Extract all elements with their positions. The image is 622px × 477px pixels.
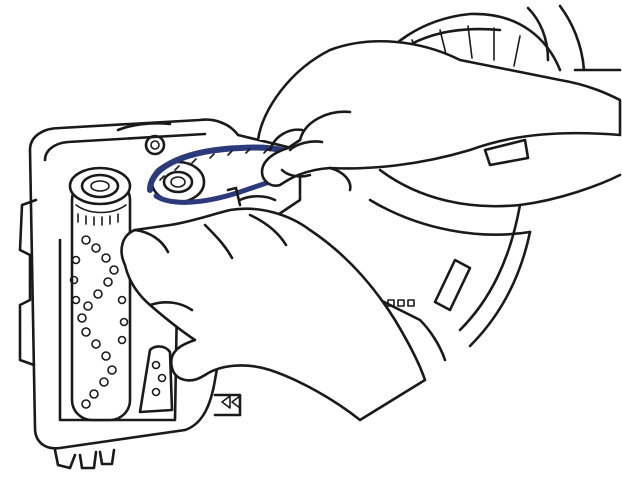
right-hand [258,41,620,190]
